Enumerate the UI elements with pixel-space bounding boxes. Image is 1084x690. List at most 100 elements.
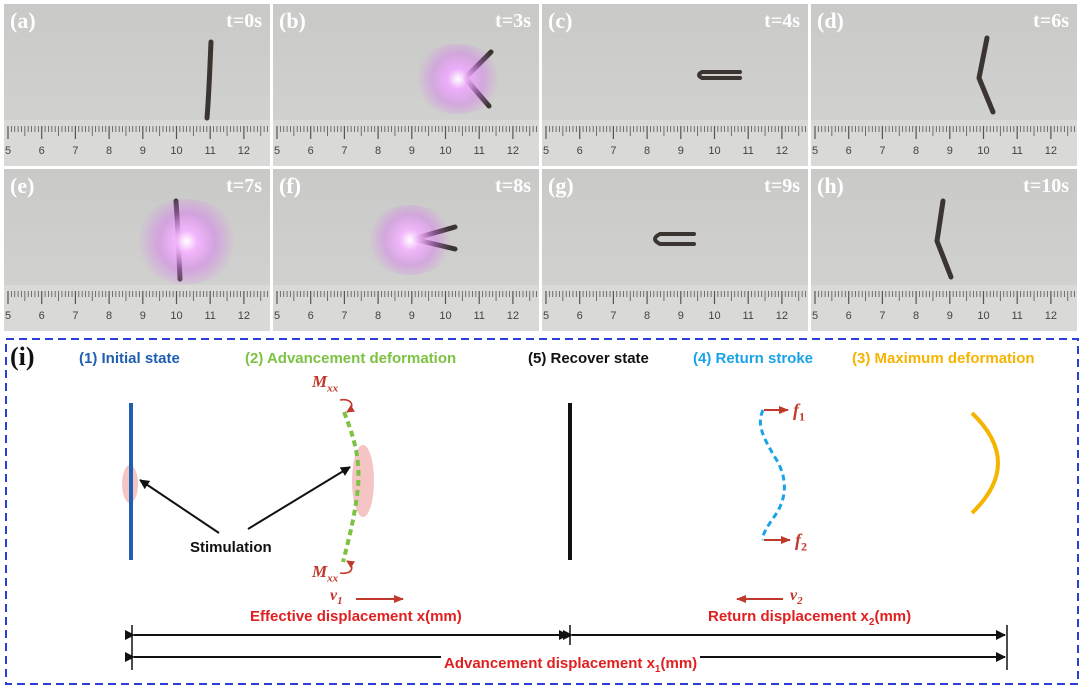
ruler-number: 12 <box>238 310 250 322</box>
force2-label: f2 <box>795 530 807 554</box>
actuator-strip <box>934 198 954 280</box>
label-recover-state: (5) Recover state <box>528 350 649 367</box>
ruler-number: 7 <box>879 145 885 157</box>
ruler-number: 8 <box>375 310 381 322</box>
label-initial-state: (1) Initial state <box>79 350 180 367</box>
ruler-number: 10 <box>170 145 182 157</box>
label-return-stroke: (4) Return stroke <box>693 350 814 367</box>
ruler-number: 6 <box>39 310 45 322</box>
ruler-number: 6 <box>846 310 852 322</box>
moment-arrow-bottom <box>339 560 356 575</box>
return-displacement-label: Return displacement x2(mm) <box>708 608 912 628</box>
ruler-number: 7 <box>610 310 616 322</box>
panel-label: (d) <box>817 8 844 33</box>
panel-time: t=3s <box>495 10 531 32</box>
ruler-number: 5 <box>812 310 818 322</box>
ruler-number: 6 <box>577 310 583 322</box>
ruler-number: 6 <box>39 145 45 157</box>
ruler-number: 9 <box>409 145 415 157</box>
ruler-number: 6 <box>308 145 314 157</box>
ruler-number: 11 <box>1011 145 1022 157</box>
panel-i-label: (i) <box>10 342 35 371</box>
panel-time: t=9s <box>764 175 800 197</box>
velocity2-label: v2 <box>790 587 803 608</box>
ruler-number: 10 <box>439 145 451 157</box>
ruler-number: 9 <box>678 310 684 322</box>
ruler-number: 12 <box>1045 310 1057 322</box>
ruler-number: 11 <box>204 310 215 322</box>
stimulation-arrow-left <box>139 479 220 534</box>
ruler-number: 10 <box>439 310 451 322</box>
ruler-number: 12 <box>507 310 519 322</box>
panel-time: t=7s <box>226 175 262 197</box>
ruler-number: 7 <box>72 145 78 157</box>
actuator-strip <box>204 39 214 121</box>
ruler-number: 12 <box>1045 145 1057 157</box>
ruler-number: 8 <box>644 145 650 157</box>
ruler-number: 11 <box>742 310 753 322</box>
ruler-number: 5 <box>812 145 818 157</box>
advancement-displacement-label: Advancement displacement x1(mm) <box>441 655 701 675</box>
ruler-number: 6 <box>846 145 852 157</box>
moment-label-top: Mxx <box>312 372 339 395</box>
panel-time: t=8s <box>495 175 531 197</box>
ruler-number: 9 <box>409 310 415 322</box>
ruler-number: 7 <box>610 145 616 157</box>
ruler-number: 11 <box>1011 310 1022 322</box>
moment-arrow-top <box>339 398 356 413</box>
ruler-number: 12 <box>507 145 519 157</box>
ruler-number: 8 <box>913 310 919 322</box>
ruler-number: 9 <box>947 310 953 322</box>
ruler-number: 11 <box>204 145 215 157</box>
ruler-number: 8 <box>375 145 381 157</box>
ruler-number: 10 <box>170 310 182 322</box>
label-advancement-deformation: (2) Advancement deformation <box>245 350 457 367</box>
panel-label: (a) <box>10 8 36 33</box>
panel-time: t=4s <box>764 10 800 32</box>
panel-label: (e) <box>10 173 35 198</box>
ruler-number: 7 <box>879 310 885 322</box>
label-maximum-deformation: (3) Maximum deformation <box>852 350 1035 367</box>
actuator-strip <box>410 224 458 252</box>
panel-time: t=6s <box>1033 10 1069 32</box>
ruler-number: 10 <box>708 145 720 157</box>
stimulation-arrow-right <box>247 466 351 530</box>
ruler-number: 5 <box>5 145 11 157</box>
ruler-number: 9 <box>140 310 146 322</box>
panel-time: t=0s <box>226 10 262 32</box>
effective-displacement-label: Effective displacement x(mm) <box>250 608 462 625</box>
actuator-strip <box>653 232 696 246</box>
velocity1-label: v1 <box>330 587 343 608</box>
ruler-number: 6 <box>308 310 314 322</box>
moment-label-bottom: Mxx <box>312 562 339 585</box>
ruler-number: 6 <box>577 145 583 157</box>
actuator-strip <box>976 35 996 115</box>
ruler-number: 12 <box>238 145 250 157</box>
ruler-number: 7 <box>341 310 347 322</box>
actuator-strip <box>462 49 494 109</box>
actuator-strip <box>173 198 183 282</box>
schematic-frame <box>5 338 1079 685</box>
ruler-number: 7 <box>341 145 347 157</box>
ruler-number: 7 <box>72 310 78 322</box>
return-stroke-strip <box>758 409 786 541</box>
ruler-number: 11 <box>473 145 484 157</box>
ruler-number: 11 <box>742 145 753 157</box>
